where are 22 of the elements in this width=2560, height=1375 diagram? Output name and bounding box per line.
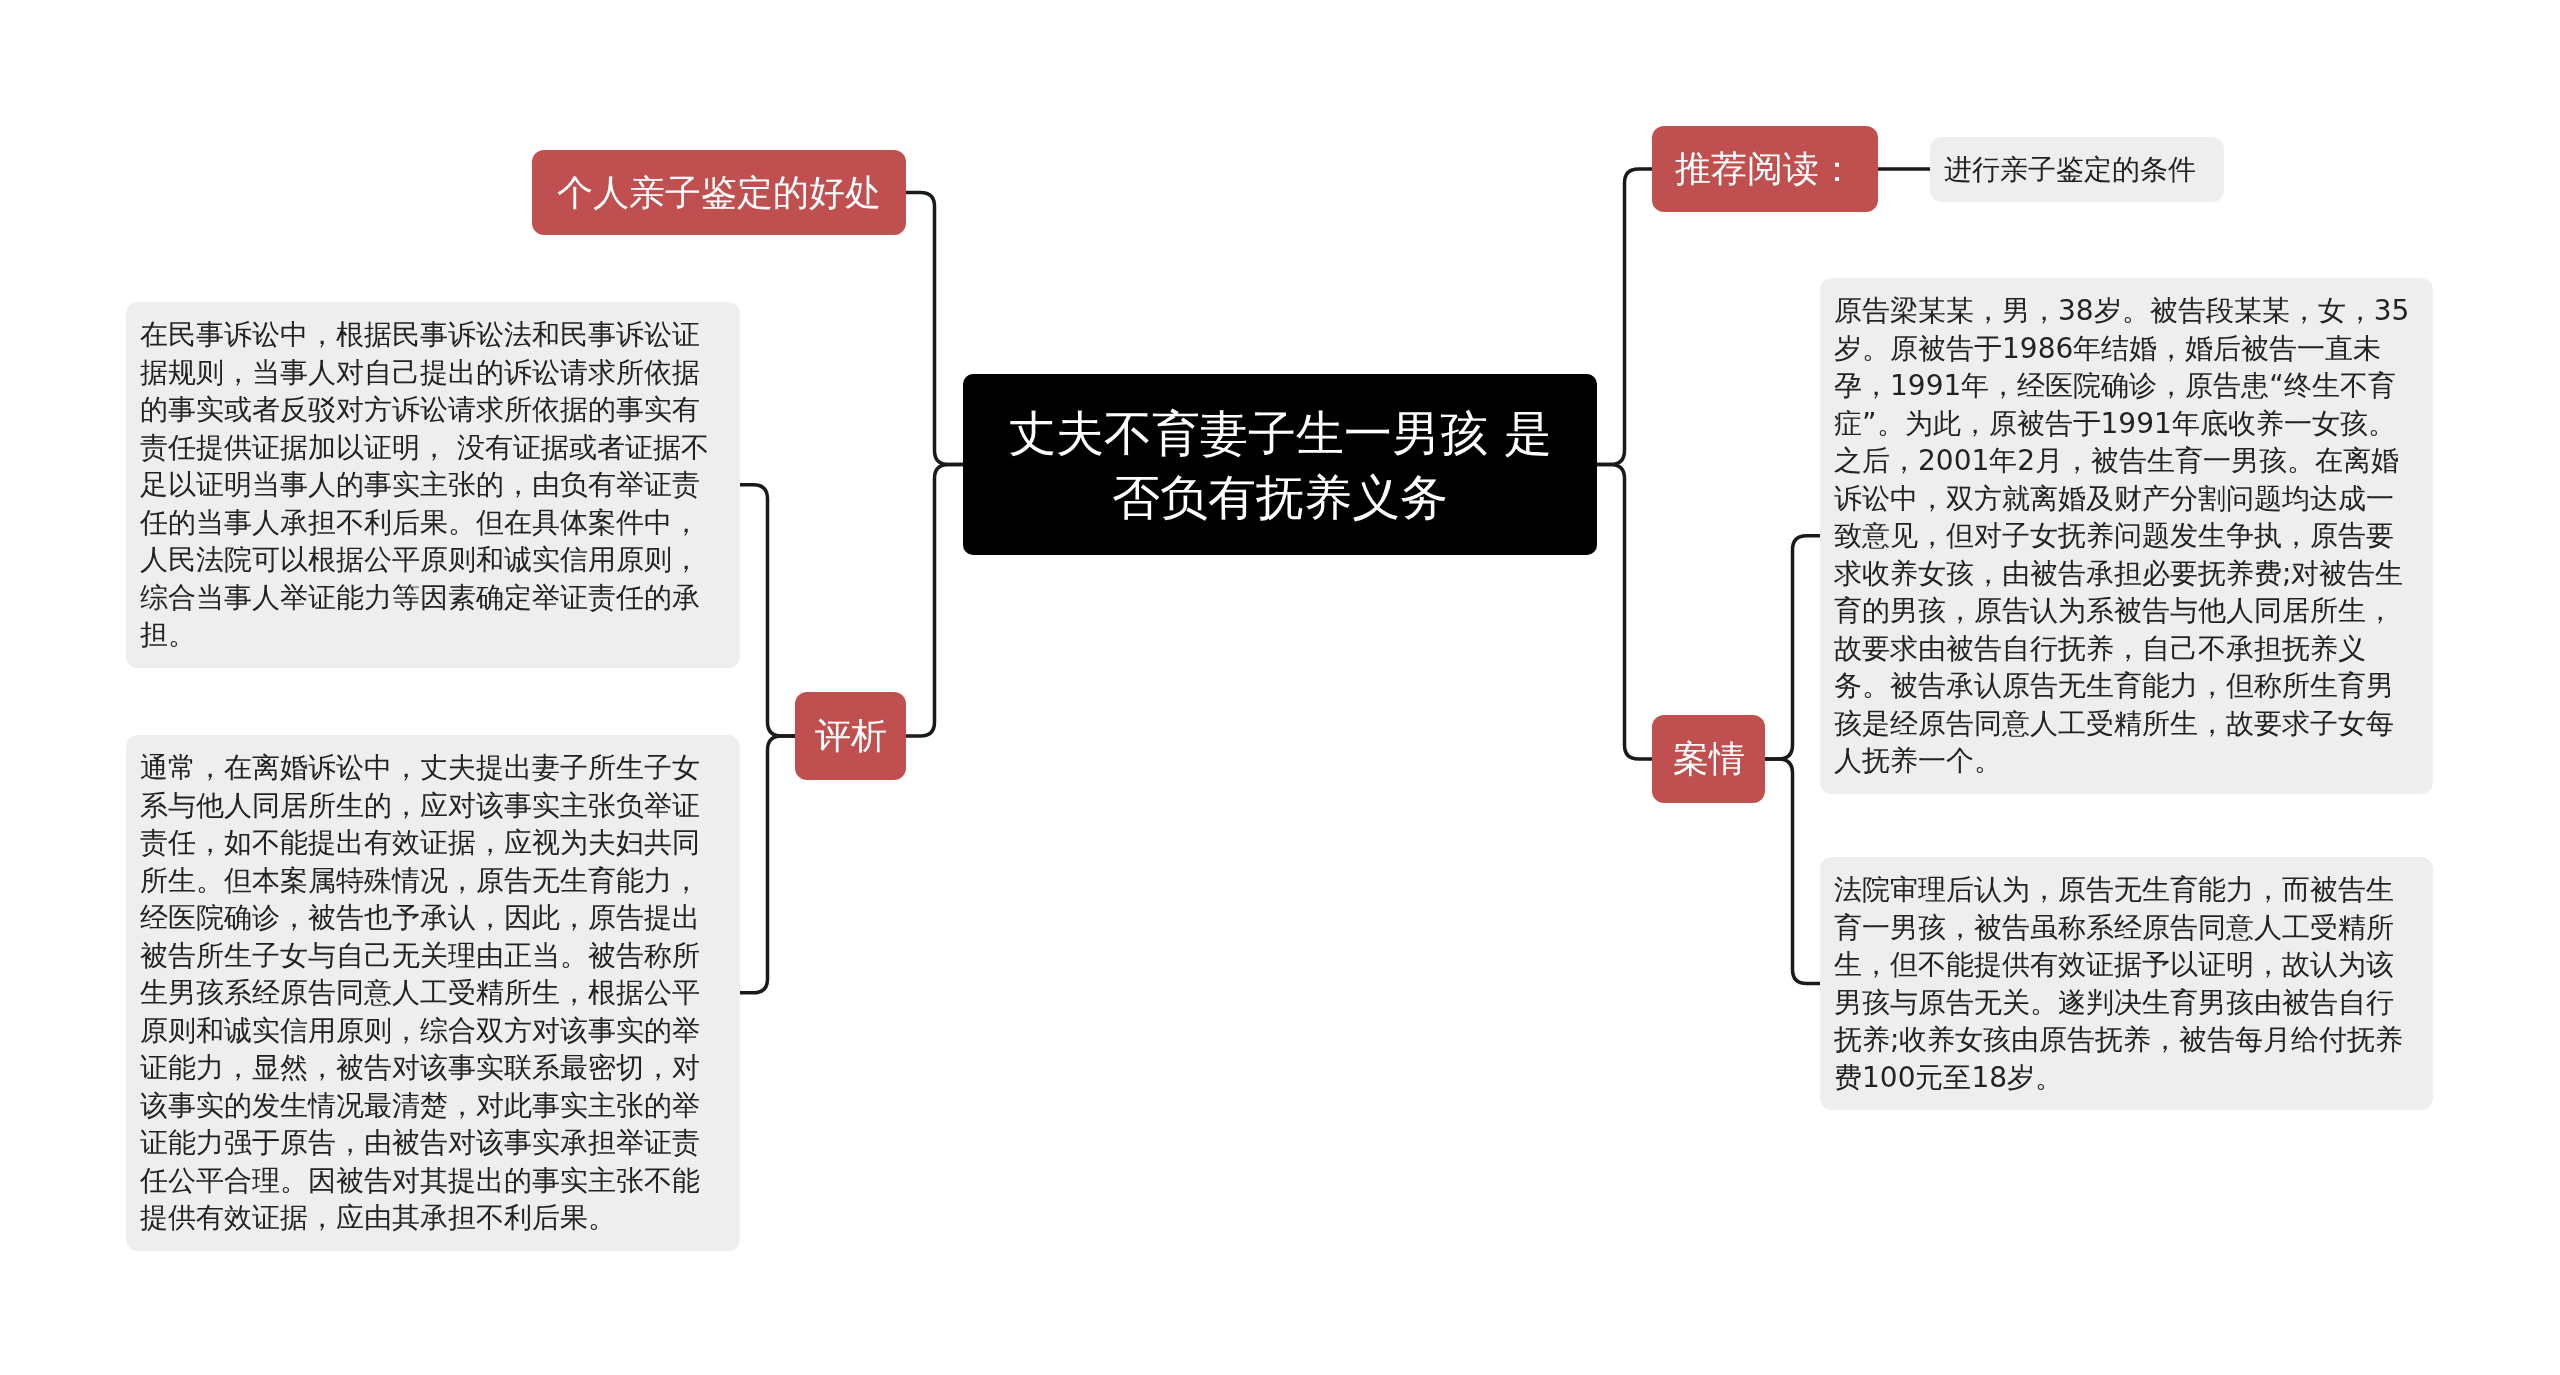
topic-box [532, 150, 906, 235]
node-text: 通常，在离婚诉讼中，丈夫提出妻子所生子女系与他人同居所生的，应对该事实主张负举证责任，如不能提出有效证据，应视为夫妇共同所生。但本案属特殊情况，原告无生育能力，经医院确诊，被告也予承认，因此，原告提出被告所生子女与自己无关理由正当。被告称所生男孩系经原告同意人工受精所生，根据公平原则和诚实信用原则，综合双方对该事实的举证能力，显然，被告对该事实联系最密切，对该事实的发生情况最清楚，对此事实主张的举证能力强于原告，由被告对该事实承担举证责任公平合理。因被告对其提出的事实主张不能提供有效证据，应由其承担不利后果。 [140, 751, 700, 1234]
node-text: 法院审理后认为，原告无生育能力，而被告生育一男孩，被告虽称系经原告同意人工受精所生，但不能提供有效证据予以证明，故认为该男孩与原告无关。遂判决生育男孩由被告自行抚养;收养女孩由原告抚养，被告每月给付抚养费100元至18岁。 [1834, 873, 2404, 1094]
node-text: 案情 [1672, 737, 1745, 781]
node-text: 推荐阅读： [1675, 147, 1855, 191]
connector-line [740, 734, 795, 995]
central-topic-box [963, 374, 1597, 555]
node-text: 在民事诉讼中，根据民事诉讼法和民事诉讼证据规则，当事人对自己提出的诉讼请求所依据的事实或者反驳对方诉讼请求所依据的事实有责任提供证据加以证明， 没有证据或者证据不足以证明当事人的事实主张的，由负有举证责任的当事人承担不利后果。但在具体案件中，人民法院可以根据公平原则和诚实信用原则，综合当事人举证能力等因素确定举证责任的承担。 [140, 318, 709, 651]
topic-box [795, 692, 906, 780]
connector-line [1765, 757, 1820, 986]
node-text: 丈夫不育妻子生一男孩 是否负有抚养义务 [1007, 403, 1553, 527]
node-text: 个人亲子鉴定的好处 [557, 170, 881, 215]
node-text: 进行亲子鉴定的条件 [1944, 153, 2196, 186]
note-box [1930, 137, 2224, 202]
connector-line [1878, 167, 1930, 171]
connector-line [1597, 462, 1652, 761]
node-text: 评析 [814, 714, 887, 758]
note-box [1820, 857, 2433, 1110]
topic-box [1652, 126, 1878, 212]
node-text: 原告梁某某，男，38岁。被告段某某，女，35岁。原被告于1986年结婚，婚后被告一直未孕，1991年，经医院确诊，原告患“终生不育症”。为此，原被告于1991年底收养一女孩。之后，2001年2月，被告生育一男孩。在离婚诉讼中，双方就离婚及财产分割问题均达成一致意见，但对子女抚养问题发生争执，原告要求收养女孩，由被告承担必要抚养费;对被告生育的男孩，原告认为系被告与他人同居所生，故要求由被告自行抚养，自己不承担抚养义务。被告承认原告无生育能力，但称所生育男孩是经原告同意人工受精所生，故要求子女每人抚养一个。 [1834, 294, 2410, 777]
topic-box [1652, 715, 1765, 803]
note-box [126, 302, 740, 668]
